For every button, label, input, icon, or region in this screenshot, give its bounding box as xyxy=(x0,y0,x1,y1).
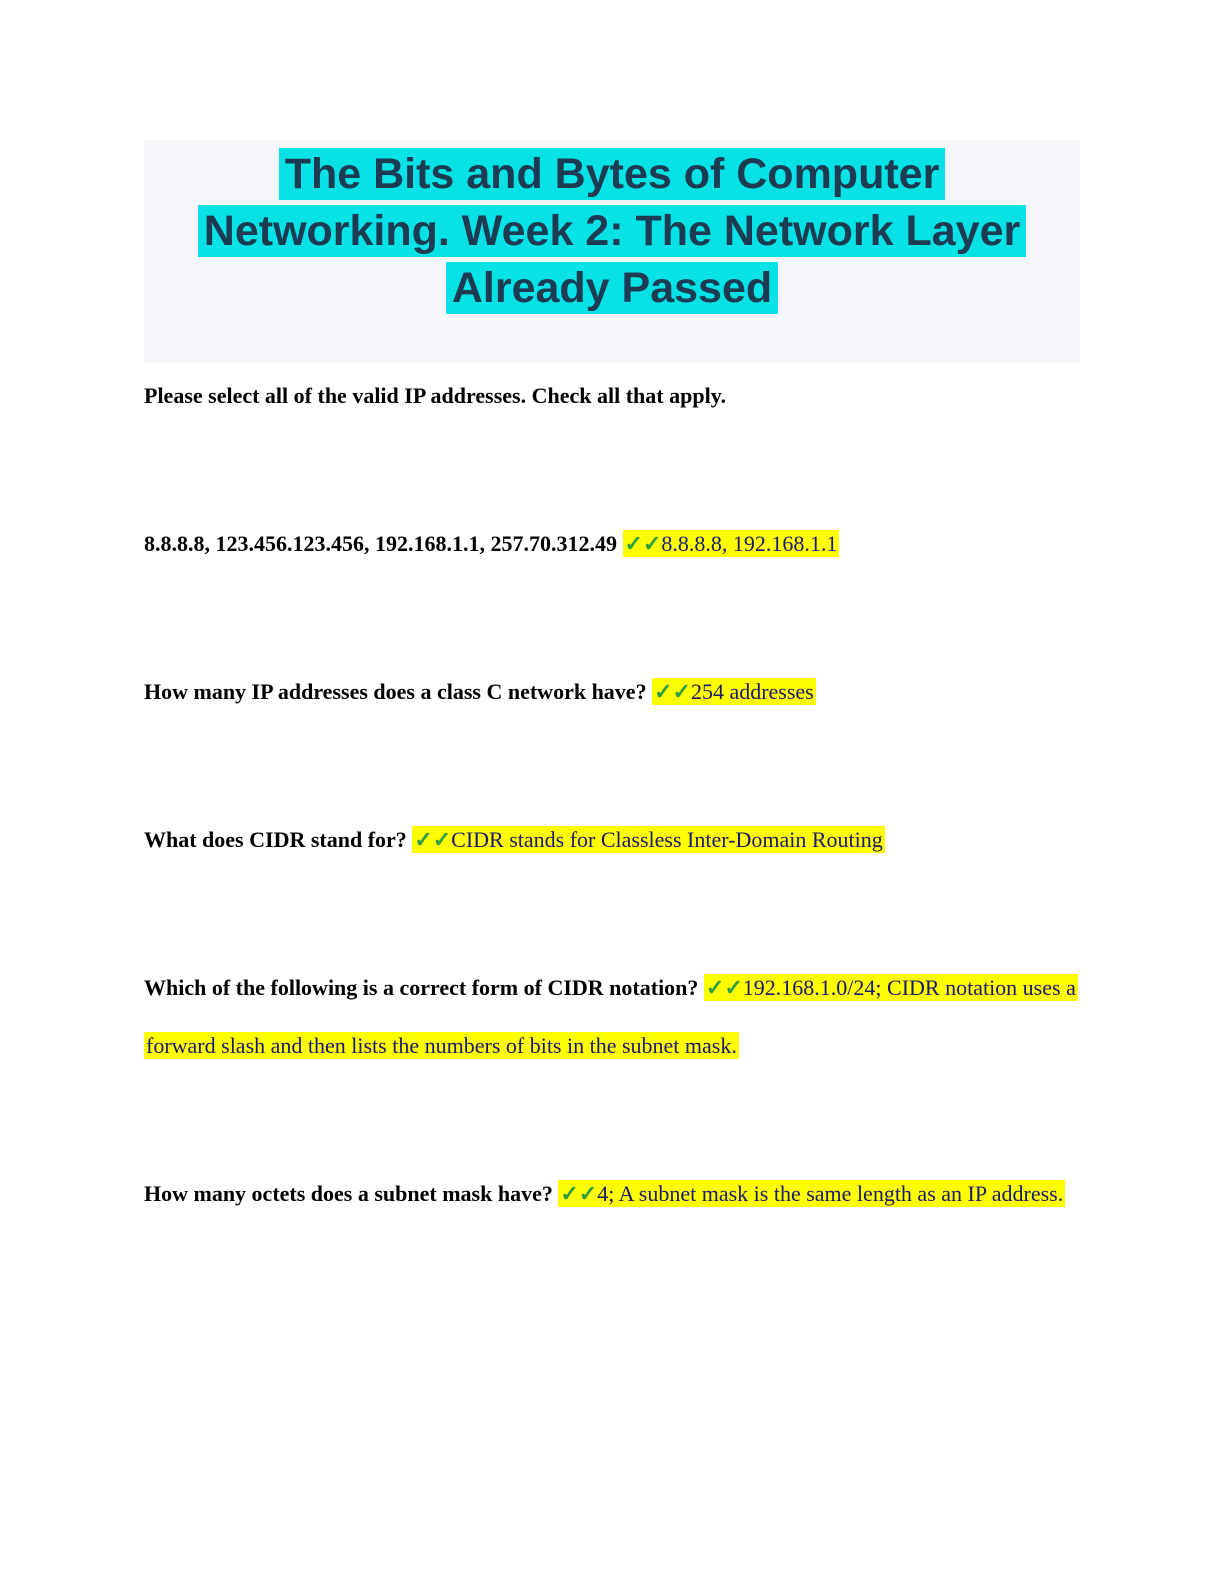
answer-highlight: ✓✓8.8.8.8, 192.168.1.1 xyxy=(622,530,840,557)
answer-highlight: ✓✓254 addresses xyxy=(652,678,816,705)
title-line-2: Networking. Week 2: The Network Layer xyxy=(197,205,1027,257)
answer-highlight: ✓✓CIDR stands for Classless Inter-Domain… xyxy=(412,826,885,853)
answer-highlight: ✓✓4; A subnet mask is the same length as… xyxy=(558,1180,1066,1207)
double-check-icon: ✓✓ xyxy=(654,679,691,704)
intro-text: Please select all of the valid IP addres… xyxy=(144,383,726,408)
qa-item: 8.8.8.8, 123.456.123.456, 192.168.1.1, 2… xyxy=(144,515,1080,573)
double-check-icon: ✓✓ xyxy=(705,975,743,1000)
double-check-icon: ✓✓ xyxy=(624,531,662,556)
question-text: 8.8.8.8, 123.456.123.456, 192.168.1.1, 2… xyxy=(144,531,617,556)
question-text: How many IP addresses does a class C net… xyxy=(144,679,647,704)
qa-item: Which of the following is a correct form… xyxy=(144,959,1080,1075)
double-check-icon: ✓✓ xyxy=(414,827,452,852)
qa-item: What does CIDR stand for? ✓✓CIDR stands … xyxy=(144,811,1080,869)
qa-item: How many octets does a subnet mask have?… xyxy=(144,1165,1080,1223)
intro-paragraph: Please select all of the valid IP addres… xyxy=(144,367,1080,425)
answer-text: CIDR stands for Classless Inter-Domain R… xyxy=(451,827,883,852)
question-text: How many octets does a subnet mask have? xyxy=(144,1181,553,1206)
answer-text: 192.168.1.0/24; CIDR notation uses a for… xyxy=(146,975,1076,1058)
double-check-icon: ✓✓ xyxy=(560,1181,598,1206)
title-line-3: Already Passed xyxy=(445,262,779,314)
answer-text: 254 addresses xyxy=(690,679,814,704)
question-text: Which of the following is a correct form… xyxy=(144,975,699,1000)
answer-text: 4; A subnet mask is the same length as a… xyxy=(597,1181,1064,1206)
qa-item: How many IP addresses does a class C net… xyxy=(144,663,1080,721)
question-text: What does CIDR stand for? xyxy=(144,827,407,852)
title-line-1: The Bits and Bytes of Computer xyxy=(278,148,946,200)
answer-text: 8.8.8.8, 192.168.1.1 xyxy=(661,531,838,556)
